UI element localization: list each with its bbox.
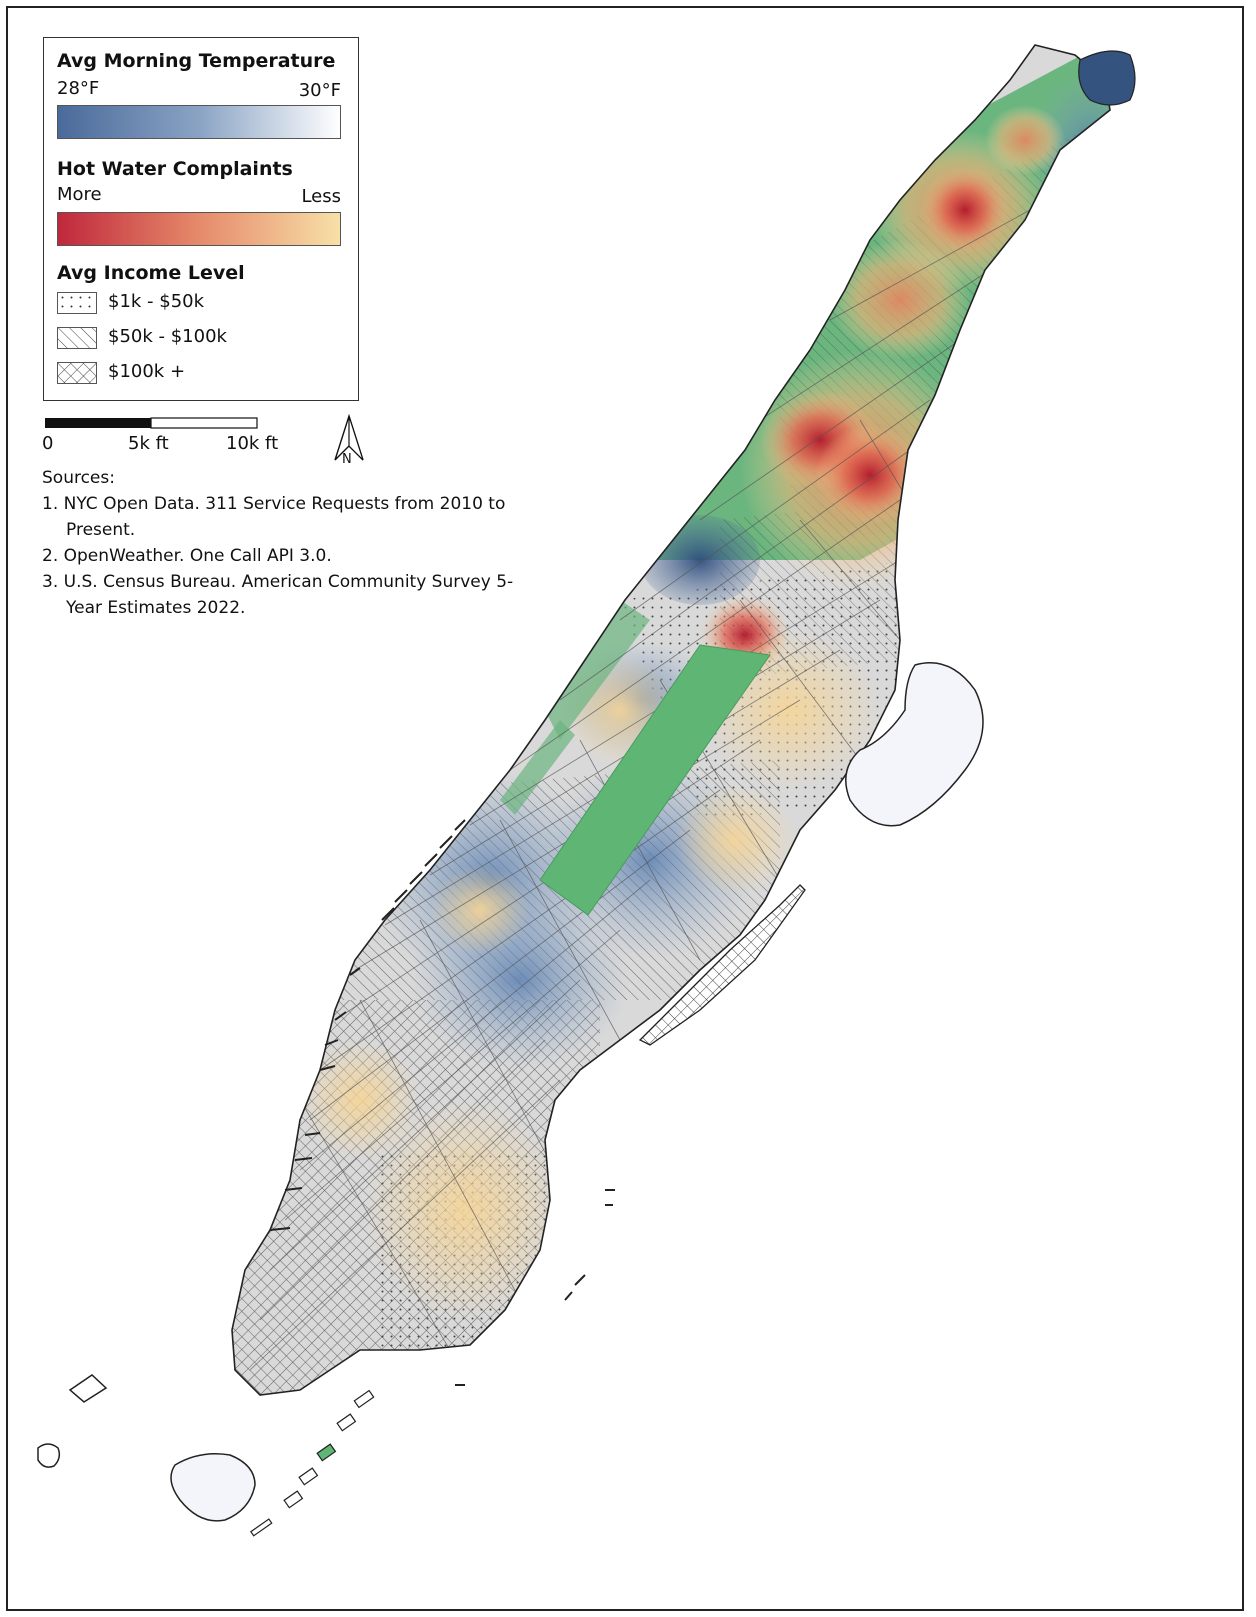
river-features: [455, 1189, 615, 1386]
roosevelt-island: [638, 884, 806, 1046]
income-hatch-swatch: [57, 327, 97, 349]
income-dots-swatch: [57, 292, 97, 314]
northern-tip: [1078, 50, 1136, 106]
source-item-1: 1. NYC Open Data. 311 Service Requests f…: [42, 494, 506, 540]
scale-bar-dark: [45, 418, 151, 428]
legend: Avg Morning Temperature 28°F 30°F Hot Wa…: [43, 37, 359, 401]
temperature-ramp: [57, 105, 341, 139]
sources: Sources: 1. NYC Open Data. 311 Service R…: [42, 465, 522, 621]
randalls-island: [845, 662, 984, 827]
brooklyn-piers: [250, 1389, 375, 1537]
scale-label-10k: 10k ft: [226, 433, 279, 454]
temperature-min-label: 28°F: [57, 78, 100, 99]
source-item-3: 3. U.S. Census Bureau. American Communit…: [42, 572, 514, 618]
complaints-less-label: Less: [301, 186, 341, 207]
income-title: Avg Income Level: [57, 262, 245, 284]
map-frame: [6, 6, 1244, 1611]
temperature-max-label: 30°F: [298, 80, 341, 101]
income-high-label: $100k +: [108, 361, 186, 382]
scale-label-5k: 5k ft: [128, 433, 169, 454]
ellis-island: [68, 1374, 108, 1403]
central-park: [539, 644, 771, 916]
scale-label-0: 0: [42, 433, 54, 454]
income-cross-swatch: [57, 362, 97, 384]
sources-heading: Sources:: [42, 468, 115, 488]
liberty-island: [37, 1443, 61, 1468]
complaints-ramp: [57, 212, 341, 246]
piers: [269, 819, 466, 1231]
source-item-2: 2. OpenWeather. One Call API 3.0.: [42, 546, 332, 566]
north-label: N: [342, 452, 352, 467]
complaints-more-label: More: [57, 184, 102, 205]
governors-island: [170, 1453, 256, 1522]
scale-bar-light: [150, 417, 258, 429]
temperature-title: Avg Morning Temperature: [57, 50, 336, 72]
income-mid-label: $50k - $100k: [108, 326, 227, 347]
income-low-label: $1k - $50k: [108, 291, 205, 312]
complaints-title: Hot Water Complaints: [57, 158, 293, 180]
north-arrow-icon: [334, 413, 364, 461]
manhattan-outline: [231, 44, 1111, 1396]
